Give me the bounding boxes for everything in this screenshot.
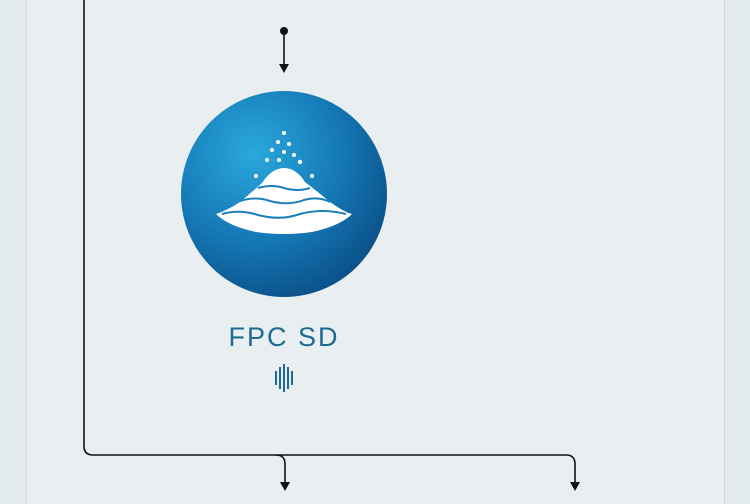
- fpc-sd-node[interactable]: [181, 91, 387, 297]
- pile-stripes: [221, 185, 347, 219]
- branch-connector-line: [275, 454, 286, 485]
- left-connector-line: [83, 0, 576, 485]
- powder-pile-icon: [216, 131, 352, 234]
- vertical-bars-icon: [275, 364, 293, 392]
- arrowhead-down-2: [570, 482, 580, 491]
- diagram-panel: [26, 0, 725, 504]
- arrowhead-input: [279, 64, 289, 73]
- arrowhead-down-1: [280, 482, 290, 491]
- node-label: FPC SD: [228, 322, 340, 352]
